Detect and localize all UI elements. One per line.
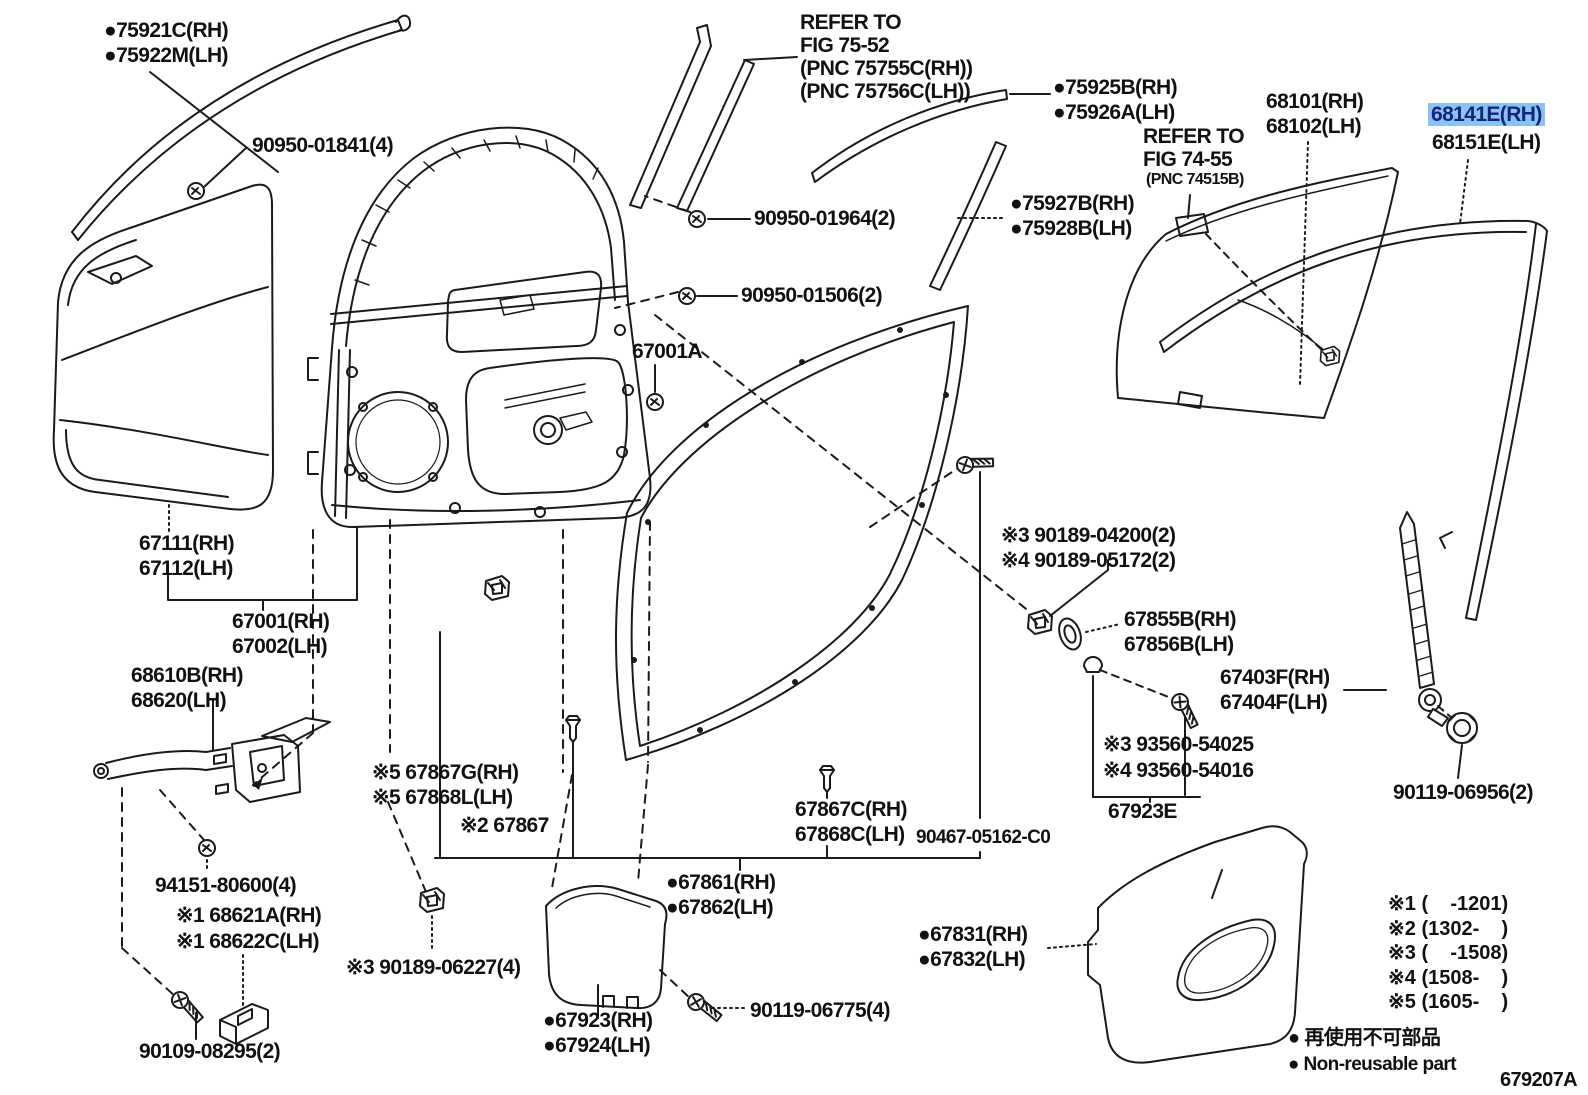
part-label-93560-54025[interactable]: ※3 93560-54025: [1103, 733, 1254, 756]
part-label-68141e-highlighted[interactable]: 68141E(RH): [1428, 103, 1545, 126]
window-guide-rail: [1343, 511, 1478, 779]
pin-67867c: [819, 765, 835, 793]
note-refer-fig-75-52-line2: FIG 75-52: [800, 34, 890, 57]
door-frame-wedge: [219, 954, 269, 1045]
part-label-68621a[interactable]: ※1 68621A(RH): [176, 904, 322, 927]
applicability-note-5: ※5 (1605- ): [1388, 991, 1509, 1013]
projection-lines: [121, 195, 1031, 1001]
note-refer-fig-74-55-line3: (PNC 74515B): [1146, 171, 1244, 188]
part-label-67861[interactable]: ●67861(RH): [666, 871, 776, 894]
part-label-68610b[interactable]: 68610B(RH): [131, 664, 243, 687]
part-label-90467-05162[interactable]: 90467-05162-C0: [916, 827, 1051, 848]
bolt-94151: [198, 839, 216, 873]
part-label-67112[interactable]: 67112(LH): [139, 557, 233, 580]
note-refer-fig-75-52-line3: (PNC 75755C(RH)): [800, 57, 973, 80]
part-label-67001[interactable]: 67001(RH): [232, 610, 330, 633]
screw-90109: [166, 988, 210, 1040]
part-label-67868c[interactable]: 67868C(LH): [795, 823, 905, 846]
outer-belt-molding: [811, 89, 1051, 183]
part-label-68622c[interactable]: ※1 68622C(LH): [176, 930, 319, 953]
part-label-67111[interactable]: 67111(RH): [139, 532, 235, 555]
part-label-93560-54016[interactable]: ※4 93560-54016: [1103, 759, 1254, 782]
part-label-94151-80600[interactable]: 94151-80600(4): [155, 874, 297, 897]
door-check-assembly: [93, 699, 331, 803]
note-refer-fig-74-55-line2: FIG 74-55: [1143, 148, 1233, 171]
note-refer-fig-74-55-line1: REFER TO: [1143, 125, 1245, 148]
part-label-90950-01506[interactable]: 90950-01506(2): [741, 284, 883, 307]
rear-sash-molding: [929, 141, 1007, 291]
door-glass: [1115, 141, 1399, 419]
applicability-note-4: ※4 (1508- ): [1388, 967, 1509, 989]
part-label-68101[interactable]: 68101(RH): [1266, 90, 1364, 113]
part-label-67923[interactable]: ●67923(RH): [543, 1009, 653, 1032]
part-label-67868l[interactable]: ※5 67868L(LH): [372, 786, 513, 809]
part-label-75926a[interactable]: ●75926A(LH): [1053, 101, 1175, 124]
part-label-67404f[interactable]: 67404F(LH): [1220, 691, 1328, 714]
part-label-75928b[interactable]: ●75928B(LH): [1010, 217, 1132, 240]
highlight-box: 68141E(RH): [1428, 103, 1545, 126]
part-label-67867g[interactable]: ※5 67867G(RH): [372, 761, 519, 784]
part-label-75921c[interactable]: ●75921C(RH): [104, 19, 229, 42]
pin-67867: [565, 715, 581, 743]
part-label-68151e[interactable]: 68151E(LH): [1432, 131, 1541, 154]
door-outer-panel: [52, 183, 274, 511]
part-label-90119-06956[interactable]: 90119-06956(2): [1393, 781, 1534, 804]
cushion-67855b: [1058, 617, 1121, 651]
part-label-67002[interactable]: 67002(LH): [232, 635, 328, 658]
note-refer-fig-75-52-line4: (PNC 75756C(LH)): [800, 80, 971, 103]
part-label-75922m[interactable]: ●75922M(LH): [104, 44, 229, 67]
part-label-75927b[interactable]: ●75927B(RH): [1010, 192, 1135, 215]
applicability-note-2: ※2 (1302- ): [1388, 918, 1509, 940]
clip-67867g: [484, 575, 510, 601]
applicability-note-1: ※1 ( -1201): [1388, 893, 1509, 915]
diagram-code: 679207A: [1500, 1069, 1578, 1091]
legend-non-reusable-jp: ● 再使用不可部品: [1288, 1027, 1441, 1049]
roof-side-molding: [71, 14, 412, 241]
grommet-93560: [1083, 656, 1208, 803]
part-label-67867[interactable]: ※2 67867: [460, 814, 549, 837]
bracket-lines: [434, 471, 981, 871]
clip-90950-01841: [187, 147, 247, 200]
part-label-90189-05172[interactable]: ※4 90189-05172(2): [1001, 549, 1176, 572]
part-label-67831[interactable]: ●67831(RH): [918, 923, 1028, 946]
note-refer-fig-75-52-line1: REFER TO: [800, 11, 902, 34]
screw-90119-06775: [683, 991, 747, 1023]
service-hole-cover: [545, 885, 668, 1019]
glass-run-channel: [1159, 159, 1548, 621]
part-label-75925b[interactable]: ●75925B(RH): [1053, 76, 1178, 99]
grommet-90950-01964: [688, 210, 751, 228]
panel-label-leaders: [167, 504, 358, 611]
door-inner-panel: [307, 126, 652, 529]
part-label-67867c[interactable]: 67867C(RH): [795, 798, 907, 821]
part-label-90189-06227[interactable]: ※3 90189-06227(4): [346, 956, 521, 979]
applicability-note-3: ※3 ( -1508): [1388, 942, 1509, 964]
part-label-68620[interactable]: 68620(LH): [131, 689, 227, 712]
grommet-90950-01506: [678, 287, 738, 305]
part-label-67855b[interactable]: 67855B(RH): [1124, 608, 1236, 631]
part-label-67924[interactable]: ●67924(LH): [543, 1034, 651, 1057]
screw-90467-05162: [953, 444, 997, 482]
part-label-68102[interactable]: 68102(LH): [1266, 115, 1362, 138]
part-label-67403f[interactable]: 67403F(RH): [1220, 666, 1330, 689]
part-label-90189-04200[interactable]: ※3 90189-04200(2): [1001, 524, 1176, 547]
part-label-67862[interactable]: ●67862(LH): [666, 896, 774, 919]
part-label-67856b[interactable]: 67856B(LH): [1124, 633, 1234, 656]
door-weatherstrip: [615, 305, 969, 761]
part-label-67923e[interactable]: 67923E: [1108, 800, 1177, 823]
front-door-window-sash-strips: [629, 24, 798, 212]
part-label-90119-06775[interactable]: 90119-06775(4): [750, 999, 891, 1022]
part-label-90950-01964[interactable]: 90950-01964(2): [754, 207, 896, 230]
part-label-90950-01841[interactable]: 90950-01841(4): [252, 134, 394, 157]
leader-arrowhead: [253, 777, 263, 790]
part-label-67001a[interactable]: 67001A: [632, 340, 703, 363]
clip-90189-06227: [419, 887, 445, 953]
part-label-90109-08295[interactable]: 90109-08295(2): [139, 1040, 281, 1063]
pin-67001a: [646, 364, 664, 411]
legend-non-reusable-en: ● Non-reusable part: [1288, 1054, 1457, 1075]
lower-frame-panel: [1047, 825, 1308, 1064]
clip-90189-04200: [1027, 559, 1109, 635]
part-label-67832[interactable]: ●67832(LH): [918, 948, 1026, 971]
